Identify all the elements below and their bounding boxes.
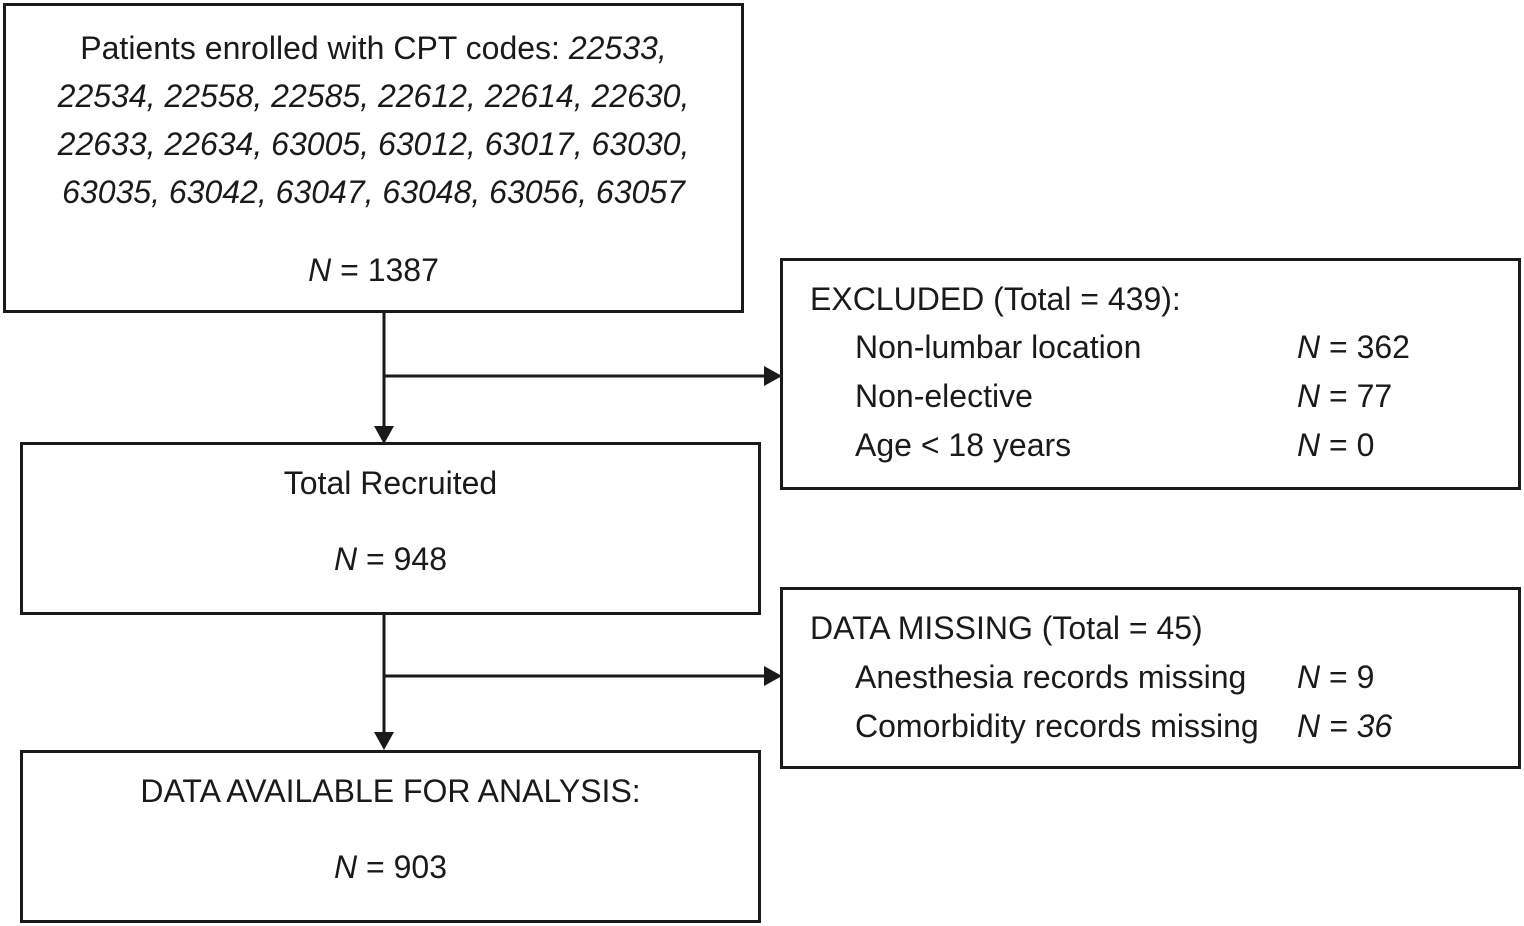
excluded-row-n-value: = 77 <box>1329 378 1393 414</box>
n-symbol: N <box>334 849 358 885</box>
missing-row-count: N = 9 <box>1297 657 1374 697</box>
enrolled-line-4: 63035, 63042, 63047, 63048, 63056, 63057 <box>6 172 741 212</box>
enrolled-line-1: Patients enrolled with CPT codes: 22533, <box>6 28 741 68</box>
excluded-row-count: N = 362 <box>1297 327 1410 367</box>
n-symbol: N <box>1297 329 1321 365</box>
missing-row-label: Comorbidity records missing <box>855 708 1259 744</box>
recruited-count: N = 948 <box>23 539 758 579</box>
recruited-n-value: = 948 <box>366 541 447 577</box>
arrowhead-available <box>374 732 394 750</box>
excluded-row-label: Non-lumbar location <box>855 329 1142 365</box>
enrolled-box: Patients enrolled with CPT codes: 22533,… <box>3 3 744 313</box>
arrowhead-recruited <box>374 426 394 444</box>
n-symbol: N <box>1297 708 1321 744</box>
missing-title: DATA MISSING (Total = 45) <box>810 610 1203 646</box>
n-symbol: N <box>1297 659 1321 695</box>
excluded-row-count: N = 77 <box>1297 376 1392 416</box>
n-symbol: N <box>1297 378 1321 414</box>
missing-row-n-value: = 36 <box>1329 708 1393 744</box>
enrolled-count: N = 1387 <box>6 250 741 290</box>
enrolled-codes-line-4: 63035, 63042, 63047, 63048, 63056, 63057 <box>62 174 685 210</box>
enrolled-codes-line-2: 22534, 22558, 22585, 22612, 22614, 22630… <box>57 78 690 114</box>
n-symbol: N <box>1297 427 1321 463</box>
missing-row-count: N = 36 <box>1297 706 1392 746</box>
recruited-box: Total Recruited N = 948 <box>20 442 761 615</box>
excluded-row-n-value: = 0 <box>1329 427 1375 463</box>
recruited-title: Total Recruited <box>283 465 498 501</box>
arrowhead-missing <box>764 666 782 686</box>
available-box: DATA AVAILABLE FOR ANALYSIS: N = 903 <box>20 750 761 923</box>
missing-row-label: Anesthesia records missing <box>855 659 1247 695</box>
available-n-value: = 903 <box>366 849 447 885</box>
n-symbol: N <box>308 252 332 288</box>
enrolled-label: Patients enrolled with CPT codes: <box>80 30 560 66</box>
enrolled-n-value: = 1387 <box>340 252 439 288</box>
enrolled-line-3: 22633, 22634, 63005, 63012, 63017, 63030… <box>6 124 741 164</box>
available-title: DATA AVAILABLE FOR ANALYSIS: <box>140 773 641 809</box>
enrolled-codes-line-1: 22533, <box>568 30 667 66</box>
excluded-row-label: Age < 18 years <box>855 427 1072 463</box>
enrolled-codes-line-3: 22633, 22634, 63005, 63012, 63017, 63030… <box>57 126 690 162</box>
excluded-box: EXCLUDED (Total = 439): Non-lumbar locat… <box>780 258 1521 490</box>
enrolled-line-2: 22534, 22558, 22585, 22612, 22614, 22630… <box>6 76 741 116</box>
excluded-row-count: N = 0 <box>1297 425 1374 465</box>
available-count: N = 903 <box>23 847 758 887</box>
excluded-row-label: Non-elective <box>855 378 1033 414</box>
arrowhead-excluded <box>764 366 782 386</box>
excluded-title: EXCLUDED (Total = 439): <box>810 281 1181 317</box>
missing-row-n-value: = 9 <box>1329 659 1375 695</box>
missing-box: DATA MISSING (Total = 45) Anesthesia rec… <box>780 587 1521 769</box>
excluded-row-n-value: = 362 <box>1329 329 1410 365</box>
n-symbol: N <box>334 541 358 577</box>
